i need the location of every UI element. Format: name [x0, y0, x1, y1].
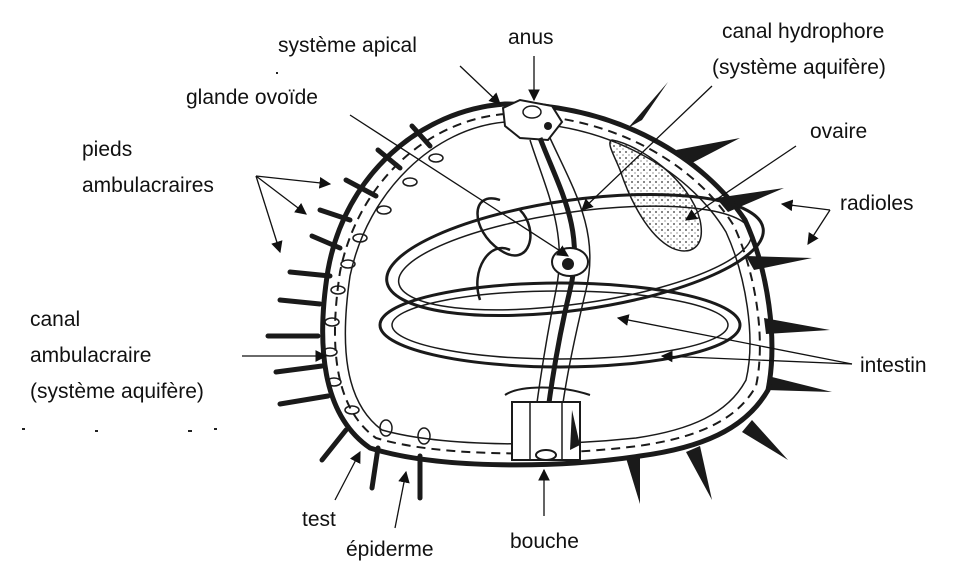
label-systeme-aquifere: (système aquifère): [30, 380, 204, 403]
spine: [766, 376, 832, 392]
label-bouche: bouche: [510, 530, 579, 553]
spine: [746, 256, 812, 270]
label-systeme-apical: système apical: [278, 34, 417, 57]
apical-system: [501, 98, 564, 142]
label-pieds: pieds: [82, 138, 132, 161]
scan-specks: [22, 72, 278, 432]
test-inner: [344, 121, 751, 445]
mouth-region: [504, 386, 591, 461]
label-test: test: [302, 508, 336, 531]
label-intestin: intestin: [860, 354, 927, 377]
spine: [686, 446, 712, 500]
label-canal: canal: [30, 308, 80, 331]
intestine: [378, 192, 765, 369]
stone-canal: [537, 137, 578, 411]
label-ovaire: ovaire: [810, 120, 867, 143]
label-ambulacraires: ambulacraires: [82, 174, 214, 197]
label-radioles: radioles: [840, 192, 914, 215]
test-dashed: [333, 112, 761, 455]
label-epiderme: épiderme: [346, 538, 434, 561]
spine: [626, 456, 640, 504]
leader-lines: [242, 56, 853, 529]
spine: [676, 138, 740, 164]
spine: [764, 318, 830, 334]
test-outer: [320, 101, 775, 468]
label-canal-hydrophore: canal hydrophore: [722, 20, 884, 43]
label-ambulacraire: ambulacraire: [30, 344, 151, 367]
spine: [716, 188, 784, 212]
label-canal-hydrophore-sub: (système aquifère): [712, 56, 886, 79]
spines: [626, 82, 832, 504]
label-glande-ovoide: glande ovoïde: [186, 86, 318, 109]
spine: [742, 420, 788, 460]
label-anus: anus: [508, 26, 554, 49]
spine: [628, 82, 668, 128]
